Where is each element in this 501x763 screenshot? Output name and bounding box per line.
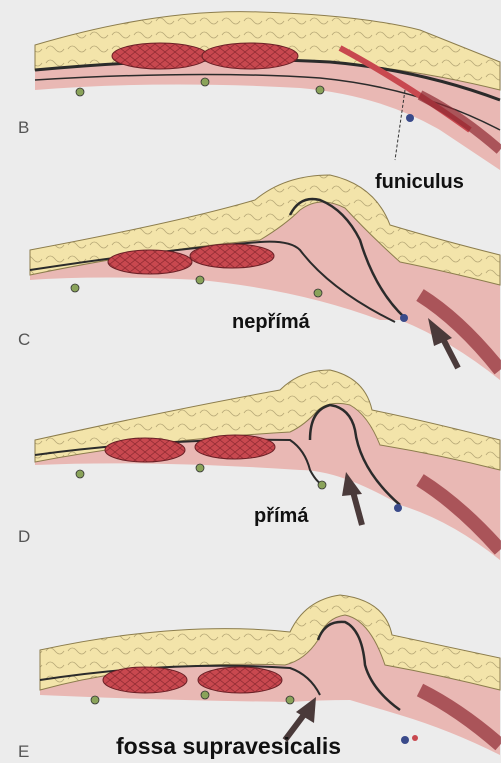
label-prima: přímá bbox=[254, 505, 308, 528]
panel-letter-d: D bbox=[18, 527, 30, 547]
panel-letter-b: B bbox=[18, 118, 29, 138]
label-neprima: nepřímá bbox=[232, 311, 310, 334]
panel-d-illustration bbox=[35, 370, 500, 560]
panel-e-illustration bbox=[40, 595, 500, 755]
panel-letter-c: C bbox=[18, 330, 30, 350]
panel-c-illustration bbox=[30, 175, 500, 380]
panel-letter-e: E bbox=[18, 742, 29, 762]
label-fossa-supravesicalis: fossa supravesicalis bbox=[116, 733, 341, 760]
panel-b-illustration bbox=[35, 12, 500, 170]
label-funiculus: funiculus bbox=[375, 171, 464, 194]
